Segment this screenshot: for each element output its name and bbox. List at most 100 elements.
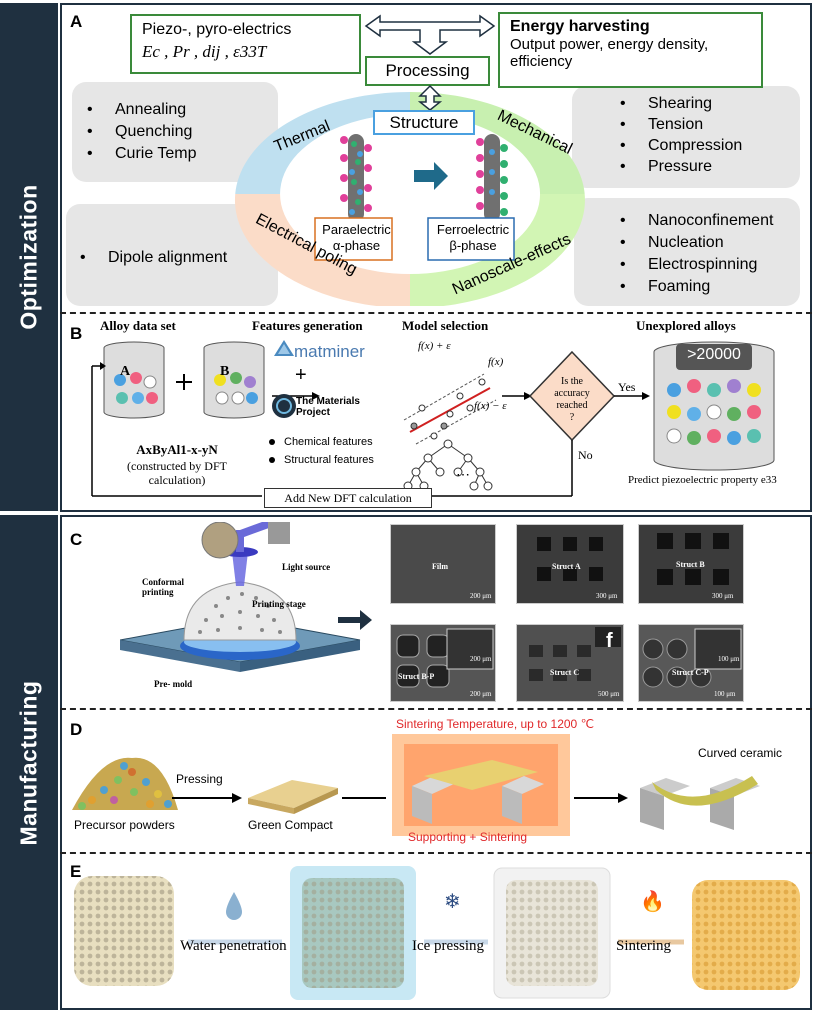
supporting-sintering-label: Supporting + Sintering (408, 830, 528, 844)
sem-struct-c-image (516, 624, 624, 702)
sem-struct-cp-image (638, 624, 744, 702)
ml-workflow-diagram (91, 340, 775, 497)
sem-struct-bp-image (390, 624, 496, 702)
conformal-line-1: Conformal (142, 577, 184, 587)
ferroelectric-helix-icon (476, 134, 508, 222)
sidebar-optimization-label: Optimization (15, 184, 42, 330)
updown-arrow-icon (417, 84, 443, 110)
thermal-item: Annealing (87, 101, 186, 119)
paraelectric-line-1: Paraelectric (322, 222, 391, 237)
mechanical-item: Pressure (620, 158, 712, 176)
panel-a-connectors (364, 14, 496, 110)
sintering-temp-label: Sintering Temperature, up to 1200 ℃ (396, 717, 595, 731)
fx-minus-label: f(x) − ε (474, 400, 507, 412)
curved-ceramic-label: Curved ceramic (698, 746, 783, 760)
light-beam (232, 552, 248, 586)
flame-icon: 🔥 (640, 889, 665, 913)
add-dft-box: Add New DFT calculation (264, 488, 432, 508)
water-penetration-label: Water penetration (180, 938, 287, 954)
sintering-furnace-icon (392, 734, 570, 836)
paraelectric-line-2: α-phase (332, 238, 381, 253)
processing-box: Processing (365, 56, 490, 86)
constructed-line-2: calculation) (148, 473, 206, 487)
processing-label: Processing (385, 61, 470, 80)
chemical-features: Chemical features (284, 436, 373, 448)
matminer-label: matminer (294, 342, 365, 361)
panel-d-letter: D (70, 720, 83, 739)
piezo-formula: Ec , Pr , dij , ε33T (142, 42, 267, 61)
sem-film-label: Film (432, 562, 448, 571)
curved-ceramic-icon (640, 776, 760, 830)
panel-a-letter: A (70, 12, 83, 31)
cylinder-b-icon (203, 341, 265, 419)
freeze-casting-diagram: ❄ 🔥 (74, 866, 800, 1000)
alloy-count: >20000 (687, 346, 741, 363)
sintered-cube-icon (692, 880, 800, 990)
cylinder-b-label: B (220, 364, 230, 379)
scale-bar: 500 μm (598, 690, 620, 698)
piezo-title: Piezo-, pyro-electrics (142, 21, 292, 38)
sidebar-optimization: Optimization (0, 3, 58, 511)
scale-bar: 300 μm (596, 592, 618, 600)
energy-desc-1: Output power, energy density, (510, 36, 709, 53)
sem-f-label: f (606, 630, 613, 652)
nano-item: Nucleation (620, 234, 723, 252)
constructed-line-1: (constructed by DFT (127, 459, 227, 473)
sem-struct-b-label: Struct B (676, 560, 705, 569)
paraelectric-label: Paraelectric α-phase (318, 222, 395, 254)
ferroelectric-label: Ferroelectric β-phase (430, 222, 516, 254)
thermal-item: Curie Temp (87, 145, 196, 163)
energy-harvesting-box: Energy harvesting Output power, energy d… (498, 12, 763, 88)
light-source-label: Light source (282, 562, 331, 572)
alloy-data-set-title: Alloy data set (100, 318, 176, 333)
plus-sign: + (295, 364, 307, 386)
energy-desc-2: efficiency (510, 53, 573, 70)
materials-project-logo-icon (272, 394, 296, 418)
materials-project-label: The Materials Project (296, 396, 360, 418)
conformal-line-2: printing (142, 587, 174, 597)
green-compact-label: Green Compact (248, 818, 333, 832)
materials-project-line-2: Project (296, 407, 330, 418)
sem-struct-c-label: Struct C (550, 668, 580, 677)
alloy-formula: AxByAl1-x-yN (136, 442, 218, 457)
piezo-box: Piezo-, pyro-electrics Ec , Pr , dij , ε… (130, 14, 361, 74)
constructed-note: (constructed by DFT calculation) (104, 459, 250, 487)
fx-plus-label: f(x) + ε (418, 340, 451, 352)
ferroelectric-line-1: Ferroelectric (436, 222, 510, 237)
energy-title: Energy harvesting (510, 18, 650, 35)
more-models: ⋯ (456, 466, 470, 482)
nano-item: Electrospinning (620, 256, 758, 274)
scale-bar: 200 μm (470, 690, 492, 698)
sem-struct-bp-label: Struct B-P (398, 672, 435, 681)
frozen-cube-icon (493, 867, 611, 999)
divider-ab (60, 312, 812, 314)
cylinder-a-label: A (120, 364, 131, 379)
ice-cube-icon (290, 866, 416, 1000)
panel-c-letter: C (70, 530, 83, 549)
features-generation-title: Features generation (252, 318, 363, 333)
conformal-printing-illustration (120, 522, 361, 672)
sidebar-manufacturing: Manufacturing (0, 515, 58, 1010)
optimization-ring (234, 92, 585, 306)
mechanical-item: Shearing (620, 95, 712, 113)
structure-label: Structure (389, 113, 459, 132)
decision-line-2: accuracy (554, 388, 590, 399)
paraelectric-helix-icon (340, 134, 372, 222)
inset-scale-bar: 100 μm (718, 655, 740, 663)
no-label: No (578, 448, 593, 462)
structural-features: Structural features (284, 454, 374, 466)
panel-e-letter: E (70, 862, 82, 881)
arrow-right-icon (338, 610, 372, 630)
mechanical-item: Tension (620, 116, 703, 134)
robot-arm-icon (201, 522, 290, 559)
precursor-powders-icon (72, 757, 178, 810)
yes-label: Yes (618, 380, 636, 394)
unexplored-cylinder-icon (653, 341, 775, 471)
decision-line-4: ? (569, 412, 575, 423)
model-selection-title: Model selection (402, 318, 489, 333)
sem-struct-b-image (638, 524, 744, 604)
sintering-process-diagram (72, 734, 760, 836)
transform-arrow-icon (414, 162, 448, 190)
precursor-label: Precursor powders (74, 818, 175, 832)
pre-mold-label: Pre- mold (154, 679, 193, 689)
